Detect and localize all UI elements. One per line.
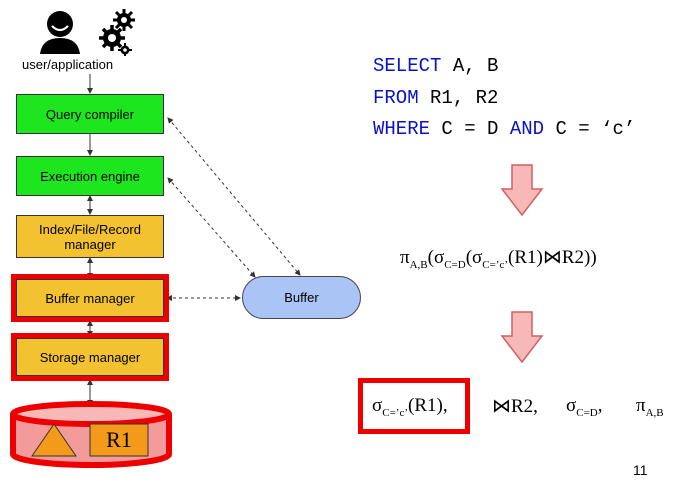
- storage-manager-highlight: [11, 333, 169, 381]
- r1-box: [89, 423, 149, 457]
- index-manager-box: Index/File/Record manager: [16, 215, 164, 258]
- triangle-shape: [31, 423, 77, 457]
- user-icon: [40, 11, 80, 54]
- dash-compiler-buffer: [167, 117, 301, 276]
- down-arrow-icon-2: [500, 311, 544, 364]
- sql-where-line: WHERE C = D AND C = ‘c’: [373, 118, 636, 140]
- selection-operator-2: σC=D,: [566, 395, 603, 419]
- disk-label: R1: [106, 427, 132, 452]
- relational-expression: πA,B(σC=D(σC=’c’(R1)⋈R2)): [400, 247, 597, 271]
- page-number: 11: [633, 462, 648, 478]
- down-arrow-icon: [500, 164, 544, 217]
- query-compiler-box: Query compiler: [16, 94, 164, 134]
- sql-select-line: SELECT A, B: [373, 55, 499, 77]
- buffer-manager-box: Buffer manager: [16, 279, 164, 317]
- buffer-manager-highlight: [11, 274, 169, 322]
- join-operator: ⋈R2,: [492, 396, 538, 417]
- projection-operator: πA,B: [636, 395, 664, 419]
- storage-manager-box: Storage manager: [16, 338, 164, 376]
- selection-highlight: [358, 378, 470, 434]
- buffer-box: Buffer: [242, 276, 361, 319]
- user-label: user/application: [22, 57, 114, 72]
- gear-icon: [99, 9, 135, 56]
- user-gear-icon: [40, 9, 135, 56]
- dash-engine-buffer: [167, 177, 256, 278]
- disk-cylinder: [10, 401, 172, 468]
- selection-operator: σC=’c’(R1),: [372, 395, 448, 419]
- sql-from-line: FROM R1, R2: [373, 87, 499, 109]
- execution-engine-box: Execution engine: [16, 156, 164, 196]
